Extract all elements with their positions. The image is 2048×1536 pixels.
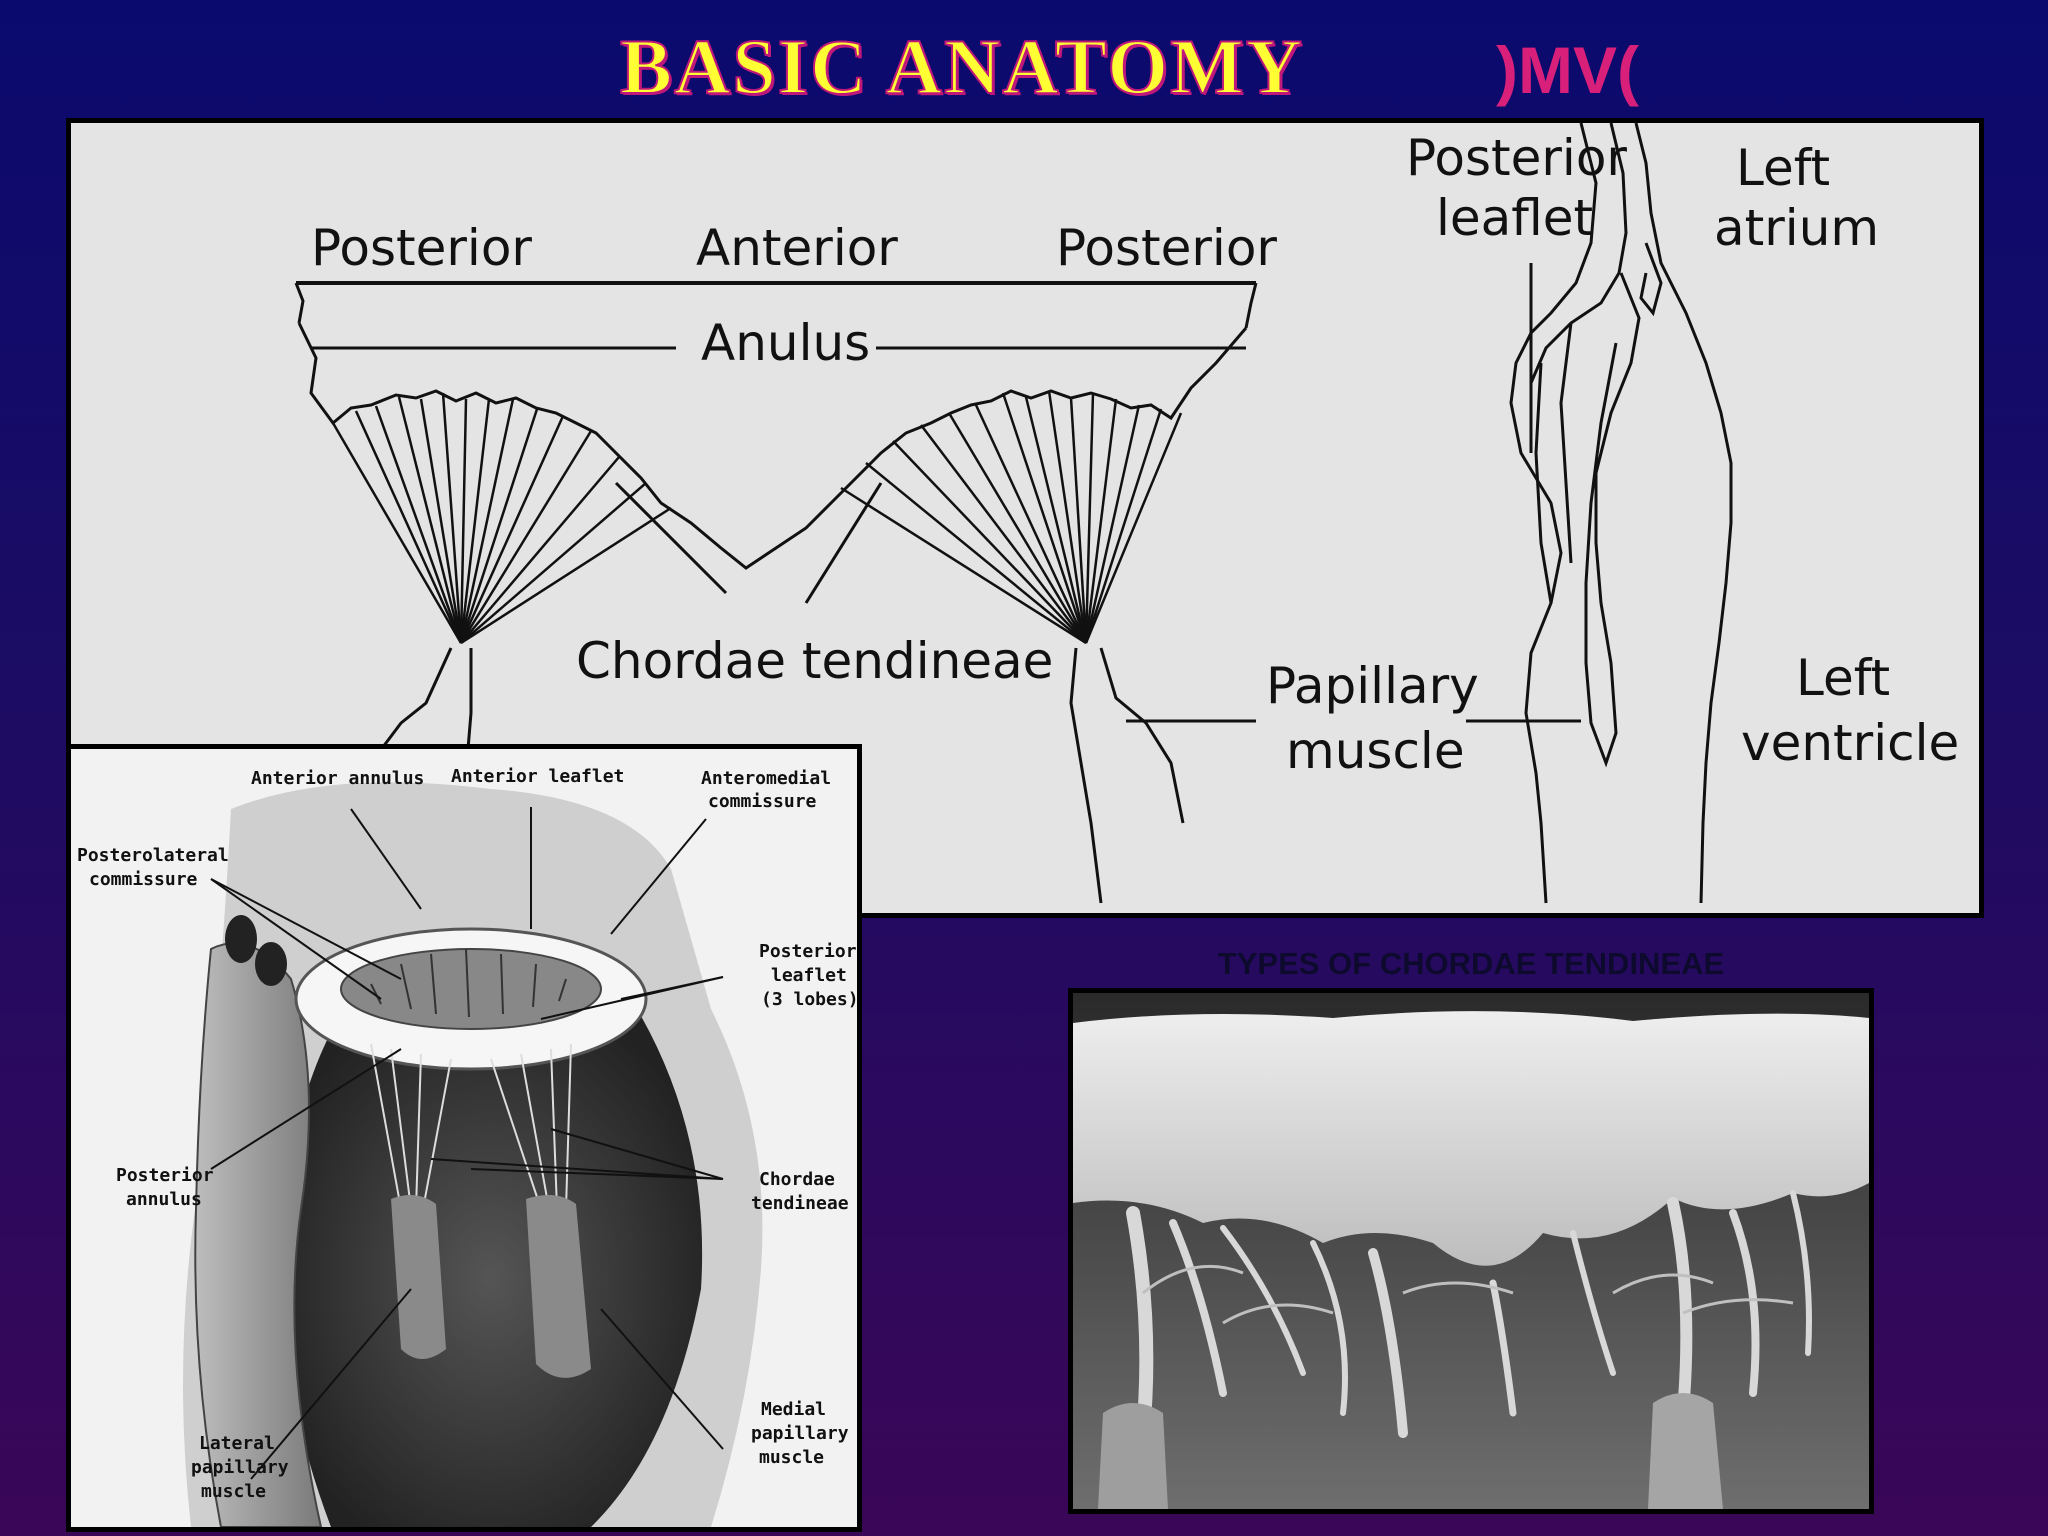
label-anteromedial-2: commissure xyxy=(708,791,817,812)
label-chordae-tendineae: Chordae tendineae xyxy=(576,632,1053,690)
label-posterior-left: Posterior xyxy=(311,219,532,277)
label-anulus: Anulus xyxy=(701,314,870,372)
mitral-valve-schematic: Posterior Anterior Posterior Anulus Chor… xyxy=(294,123,1959,913)
label-posterior-leaflet-3: (3 lobes) xyxy=(761,989,857,1010)
label-anterior-annulus: Anterior annulus xyxy=(251,768,424,789)
mitral-valve-illustration: Anterior annulus Anterior leaflet Antero… xyxy=(77,766,857,1527)
label-left-ventricle-2: ventricle xyxy=(1741,714,1959,772)
label-muscle: muscle xyxy=(1286,722,1465,780)
label-posterolateral-1: Posterolateral xyxy=(77,845,229,866)
label-medial-papillary-1: Medial xyxy=(761,1399,826,1420)
mitral-valve-illustration-panel: Anterior annulus Anterior leaflet Antero… xyxy=(66,744,862,1532)
label-anterior-leaflet: Anterior leaflet xyxy=(451,766,624,787)
label-left-atrium-2: atrium xyxy=(1714,199,1879,257)
label-medial-papillary-3: muscle xyxy=(759,1447,824,1468)
label-left-atrium-1: Left xyxy=(1736,139,1830,197)
slide-title-suffix: )MV( xyxy=(1496,33,1639,107)
label-posterior-right: Posterior xyxy=(1056,219,1277,277)
label-chordae-1: Chordae xyxy=(759,1169,835,1190)
chordae-specimen-photo xyxy=(1068,988,1874,1514)
label-posterolateral-2: commissure xyxy=(89,869,198,890)
label-medial-papillary-2: papillary xyxy=(751,1423,849,1444)
label-posterior-annulus-2: annulus xyxy=(126,1189,202,1210)
chordae-specimen-image xyxy=(1073,993,1869,1509)
label-anterior: Anterior xyxy=(696,219,898,277)
label-posterior-leaflet-1: Posterior xyxy=(1406,129,1627,187)
label-chordae-2: tendineae xyxy=(751,1193,849,1214)
slide-title: BASIC ANATOMY xyxy=(619,22,1305,111)
label-lateral-papillary-1: Lateral xyxy=(199,1433,275,1454)
photo-caption: TYPES OF CHORDAE TENDINEAE xyxy=(1217,946,1725,981)
label-papillary: Papillary xyxy=(1266,657,1479,715)
label-posterior-leaflet-1: Posterior xyxy=(759,941,857,962)
label-posterior-leaflet-2: leaflet xyxy=(1436,189,1593,247)
label-anteromedial-1: Anteromedial xyxy=(701,768,831,789)
label-lateral-papillary-2: papillary xyxy=(191,1457,289,1478)
label-posterior-leaflet-2: leaflet xyxy=(771,965,847,986)
label-left-ventricle-1: Left xyxy=(1796,649,1890,707)
label-posterior-annulus-1: Posterior xyxy=(116,1165,214,1186)
label-lateral-papillary-3: muscle xyxy=(201,1481,266,1502)
